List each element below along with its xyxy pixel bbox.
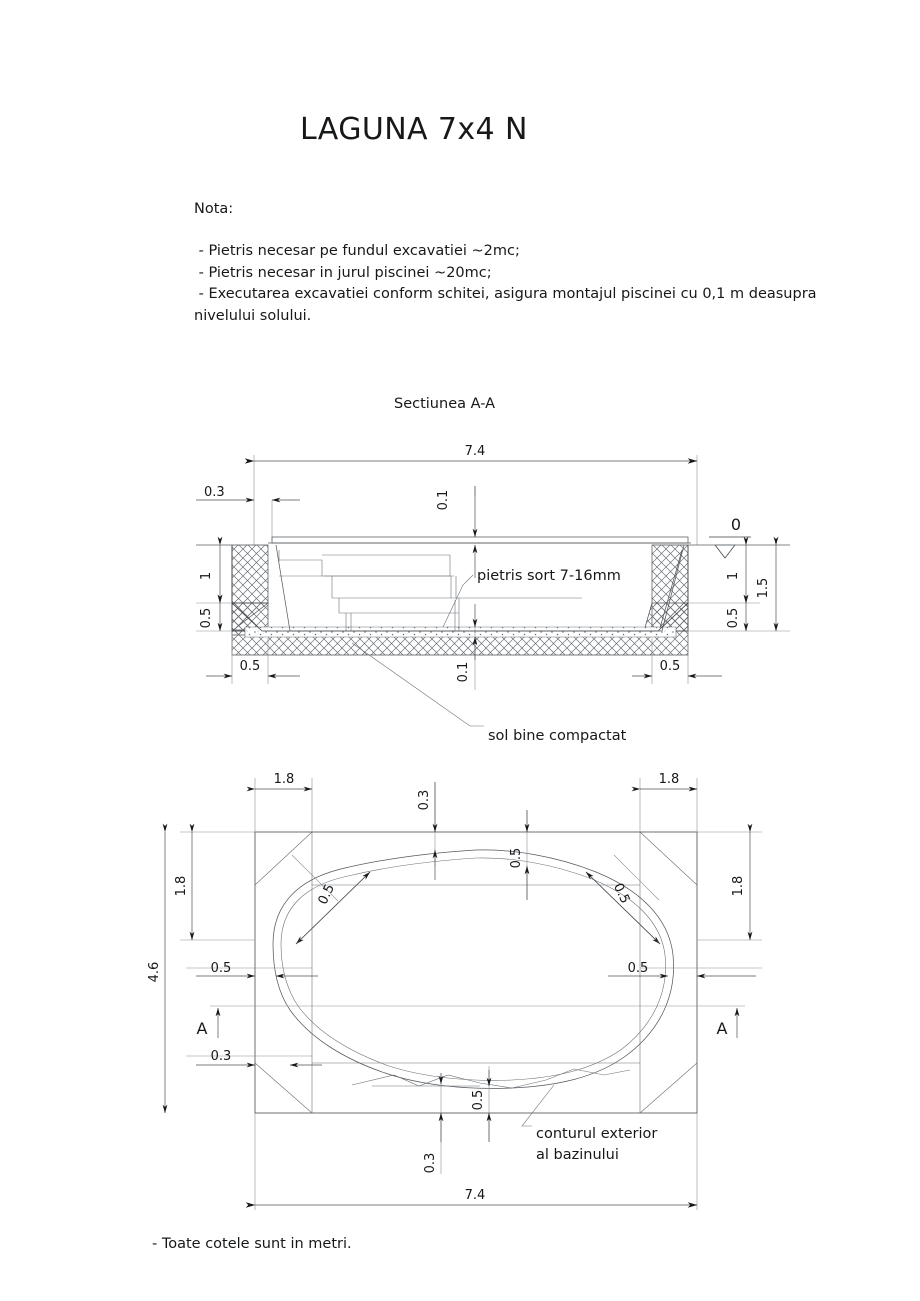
dim-plan-top-shoulder: 0.5 — [509, 848, 524, 869]
pool-steps — [278, 550, 582, 631]
dim-plan-top-center: 0.3 — [417, 790, 432, 811]
note-line-3: - Executarea excavatiei conform schitei,… — [194, 286, 822, 324]
section-dim-right-wall: 1 0.5 1.5 — [688, 536, 790, 632]
excavation-profile — [231, 545, 689, 632]
callout-gravel: pietris sort 7-16mm — [442, 568, 621, 628]
label-soil: sol bine compactat — [488, 728, 627, 744]
backfill-left-upper — [231, 544, 269, 604]
dim-plan-bottom-center: 0.3 — [423, 1153, 438, 1174]
note-line-2: - Pietris necesar in jurul piscinei ~20m… — [194, 264, 492, 281]
label-section-mark-right: A — [717, 1019, 728, 1038]
section-dim-base-right: 0.5 — [632, 631, 722, 684]
dim-plan-bottom-left: 0.3 — [211, 1049, 232, 1064]
section-view-caption: Sectiunea A-A — [394, 396, 496, 412]
dim-right-wall-lower: 0.5 — [726, 608, 741, 629]
pool-inner-contour — [280, 857, 666, 1081]
plan-dim-right-clear: 0.5 — [608, 961, 762, 979]
section-dim-overall-width: 7.4 — [244, 444, 698, 545]
page-title: LAGUNA 7x4 N — [300, 112, 528, 147]
dim-left-wall-upper: 1 — [199, 572, 214, 580]
label-pool-contour-line2: al bazinului — [536, 1147, 619, 1163]
plan-dim-side-left: 1.8 — [174, 823, 255, 941]
notes-list: - Pietris necesar pe fundul excavatiei ~… — [194, 241, 854, 327]
ground-level-marker: 0 — [709, 515, 751, 559]
plan-dim-overall-height: 4.6 — [147, 823, 168, 1114]
plan-dim-corner-top-right: 1.8 — [631, 772, 698, 832]
pool-outer-contour — [272, 849, 674, 1089]
chamfer-top-right — [639, 831, 698, 886]
plan-dim-bottom-left-offset: 0.3 — [186, 1049, 322, 1068]
units-note: - Toate cotele sunt in metri. — [152, 1236, 352, 1252]
dim-plan-bottom-shoulder: 0.5 — [471, 1090, 486, 1111]
dim-total-depth: 1.5 — [756, 578, 771, 599]
dim-gravel-bed: 0.1 — [456, 662, 471, 683]
plan-dim-side-right: 1.8 — [697, 823, 762, 941]
plan-dim-corner-top-left: 1.8 — [246, 772, 313, 832]
dim-left-wall-lower: 0.5 — [199, 608, 214, 629]
dim-corner-top-left: 1.8 — [274, 772, 295, 787]
plan-dim-diag-left: 0.5 — [291, 854, 371, 945]
dim-plan-overall-height: 4.6 — [147, 962, 162, 983]
plan-dim-top-shoulder: 0.5 — [509, 810, 530, 900]
plan-dim-bottom-shoulder: 0.5 — [471, 1066, 492, 1142]
dim-base-right: 0.5 — [660, 659, 681, 674]
section-dim-rim-height: 0.1 — [436, 486, 478, 578]
ground-level-symbol: 0 — [731, 515, 741, 534]
label-gravel: pietris sort 7-16mm — [477, 568, 621, 584]
dim-plan-side-left: 1.8 — [174, 876, 189, 897]
callout-soil: sol bine compactat — [351, 642, 627, 744]
plan-dim-left-clear: 0.5 — [186, 961, 318, 979]
section-dim-gravel-bed: 0.1 — [456, 604, 478, 690]
callout-pool-contour: conturul exterior al bazinului — [521, 1084, 657, 1163]
dim-right-wall-upper: 1 — [726, 572, 741, 580]
notes-heading: Nota: — [194, 201, 234, 217]
section-dim-base-left: 0.5 — [206, 631, 300, 684]
plan-dim-bottom-center: 0.3 — [423, 1073, 444, 1174]
section-view: 7.4 0.3 0.1 0 — [196, 444, 790, 744]
label-pool-contour-line1: conturul exterior — [536, 1126, 657, 1142]
section-mark-right: A — [717, 1007, 740, 1038]
plan-dim-diag-right: 0.5 — [585, 854, 661, 945]
label-section-mark-left: A — [197, 1019, 208, 1038]
section-dim-left-wall: 1 0.5 — [196, 536, 232, 632]
chamfer-bottom-right — [639, 1062, 698, 1114]
dim-base-left: 0.5 — [240, 659, 261, 674]
pool-shell-profile — [268, 536, 691, 632]
dim-corner-top-right: 1.8 — [659, 772, 680, 787]
dim-plan-side-right: 1.8 — [731, 876, 746, 897]
gravel-bed-layer — [244, 626, 677, 638]
dim-plan-left-clear: 0.5 — [211, 961, 232, 976]
section-mark-left: A — [197, 1007, 221, 1038]
dim-section-width: 7.4 — [465, 444, 486, 459]
note-line-1: - Pietris necesar pe fundul excavatiei ~… — [194, 243, 520, 259]
plan-dim-overall-width: 7.4 — [245, 1113, 698, 1210]
dim-section-left-offset: 0.3 — [204, 485, 225, 500]
plan-view: 1.8 1.8 0.3 0.5 — [147, 772, 762, 1210]
plan-dim-top-center: 0.3 — [417, 782, 438, 880]
pool-bottom-steps — [351, 1068, 631, 1089]
dim-section-rim-height: 0.1 — [436, 490, 451, 511]
dim-plan-overall-width: 7.4 — [465, 1188, 486, 1203]
dim-plan-right-clear: 0.5 — [628, 961, 649, 976]
chamfer-top-left — [254, 831, 313, 886]
section-dim-left-offset: 0.3 — [196, 485, 300, 540]
chamfer-bottom-left — [254, 1062, 313, 1114]
